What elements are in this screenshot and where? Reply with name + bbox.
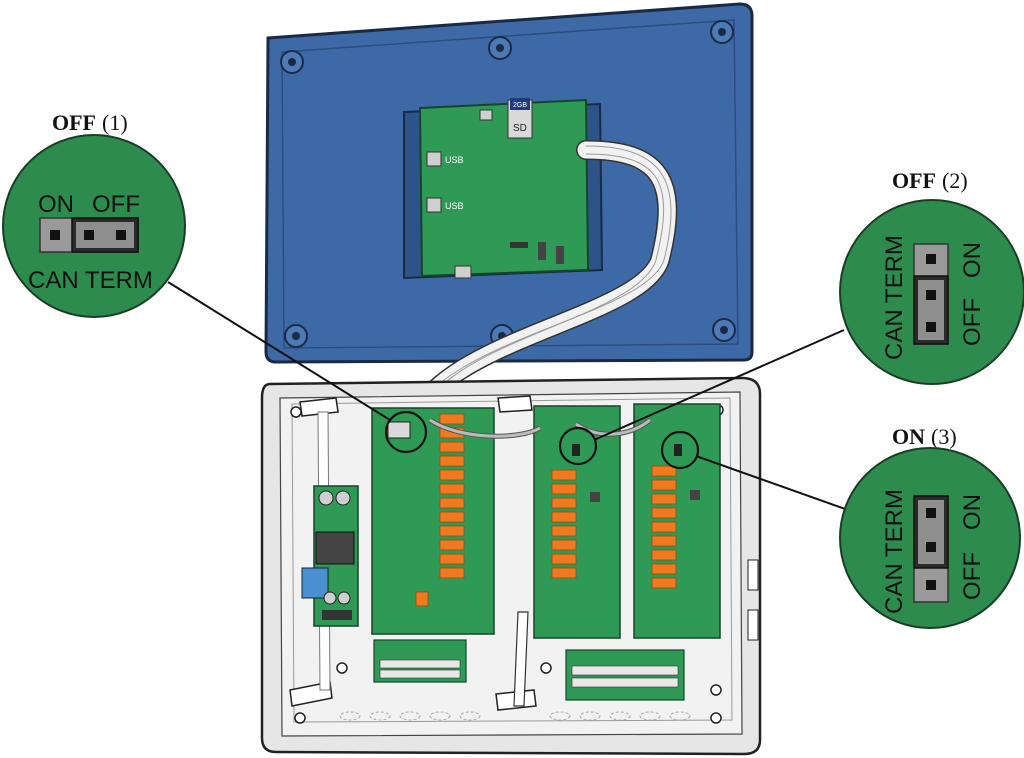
sd-label: SD: [513, 123, 527, 134]
callout-1-state: OFF: [52, 110, 96, 135]
lid-screw-post-icon: [710, 20, 734, 44]
svg-text:ON(3): ON(3): [892, 424, 957, 449]
usb-port-icon: [426, 197, 442, 213]
callout-3-state: ON: [892, 424, 925, 449]
lid-screw-post-icon: [280, 50, 304, 74]
callout-3-pin-top: ON: [959, 494, 986, 530]
callout-1-pin-left: ON: [38, 191, 74, 218]
callout-3-number: (3): [931, 424, 957, 449]
terminal-strip-right: [565, 649, 685, 701]
callout-2-pin-top: ON: [959, 242, 986, 278]
lid-screw-post-icon: [488, 36, 512, 60]
callout-2-caption: CAN TERM: [881, 235, 908, 360]
display-board: USB USB 2GB SD: [418, 98, 590, 279]
locator-circle-3: [660, 430, 700, 470]
svg-text:OFF(2): OFF(2): [892, 168, 968, 193]
locator-circle-2: [558, 426, 598, 466]
can-jumper-2: [572, 444, 580, 456]
callout-1-pin-right: OFF: [92, 191, 140, 218]
leader-lines: [167, 281, 849, 511]
callout-1-number: (1): [102, 110, 128, 135]
callout-2-number: (2): [942, 168, 968, 193]
ribbon-cable: [400, 140, 678, 440]
can-jumper-3: [674, 444, 682, 456]
jumper-header-vertical-icon: [913, 495, 949, 603]
jumper-header-vertical-icon: [913, 243, 949, 345]
callout-2: OFF(2) CAN TERM ON OFF: [839, 168, 1024, 385]
lid-screw-post-icon: [284, 324, 308, 348]
jumper-header-horizontal-icon: [39, 217, 139, 253]
usb-label-1: USB: [445, 155, 464, 165]
power-supply-board: [301, 485, 359, 627]
callout-3: ON(3) CAN TERM ON OFF: [839, 424, 1021, 629]
usb-port-icon: [426, 151, 442, 167]
callout-2-state: OFF: [892, 168, 936, 193]
svg-text:OFF(1): OFF(1): [52, 110, 128, 135]
callout-3-pin-bottom: OFF: [959, 552, 986, 600]
expansion-board-3: [633, 403, 721, 639]
usb-label-2: USB: [445, 201, 464, 211]
sd-card-text: 2GB: [513, 102, 527, 109]
locator-circle-1: [384, 410, 428, 454]
can-jumper-1: [387, 421, 411, 439]
callout-1: OFF(1) ON OFF CAN TERM: [2, 110, 186, 318]
terminal-strip-left: [373, 639, 467, 683]
expansion-board-2: [533, 405, 621, 639]
sd-card-icon: [510, 98, 530, 110]
lid-screw-post-icon: [712, 318, 736, 342]
main-relay-board: [371, 407, 495, 635]
callout-1-caption: CAN TERM: [28, 267, 153, 294]
callout-3-caption: CAN TERM: [881, 489, 908, 614]
callout-2-pin-bottom: OFF: [959, 298, 986, 346]
